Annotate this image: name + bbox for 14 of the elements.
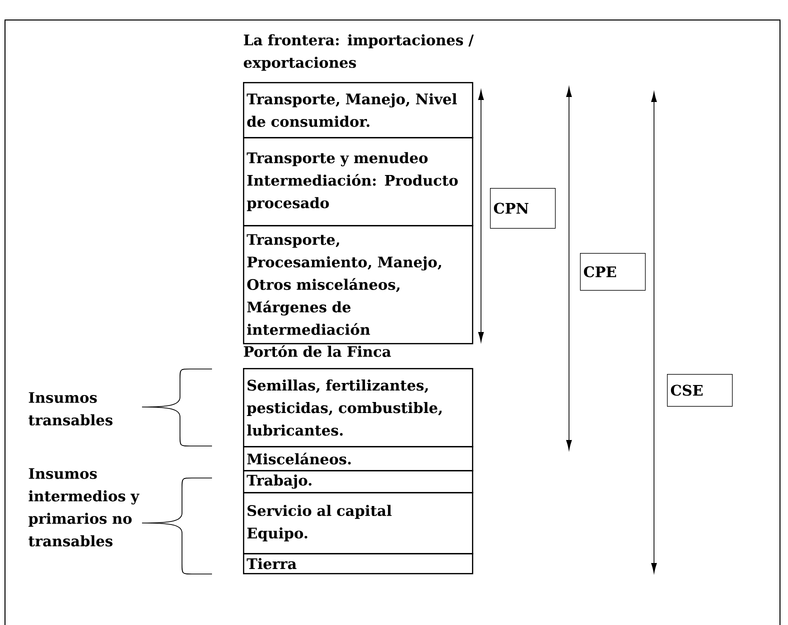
abbreviation-box: CPN [490,188,556,229]
cost-box: Trabajo. [243,470,474,494]
abbreviation-box: CSE [667,374,733,407]
cost-box: Servicio al capital Equipo. [243,492,474,554]
cost-box: Misceláneos. [243,446,474,472]
label-text: Insumos transables [28,392,112,426]
cost-box: Transporte y menudeo Intermediación: Producto procesado [243,137,474,226]
cost-box: Semillas, fertilizantes, pesticidas, combustible, lubricantes. [243,368,474,448]
label-text: Insumos intermedios y primarios no transables [28,468,140,546]
label-text: Portón de la Finca [244,345,391,357]
cost-box: Transporte, Procesamiento, Manejo, Otros misceláneos, Márgenes de intermediación [243,225,474,344]
cost-box: Tierra [243,553,474,574]
cost-box: Transporte, Manejo, Nivel de consumidor. [243,82,474,138]
abbreviation-box: CPE [580,253,646,291]
